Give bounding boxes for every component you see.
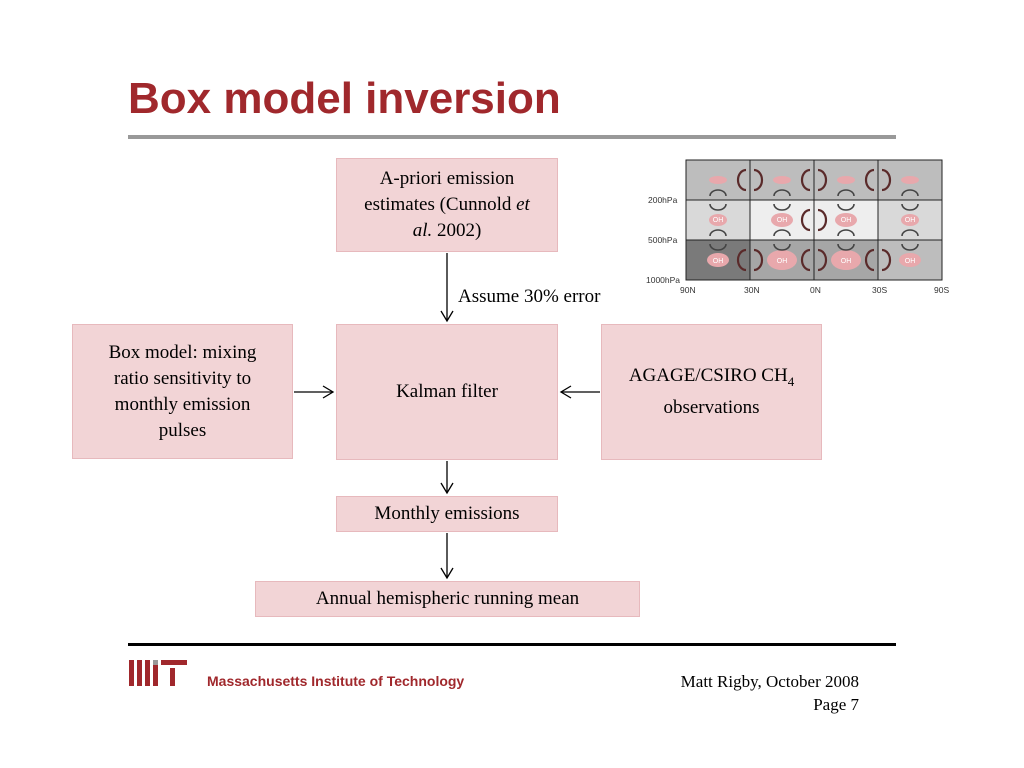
- annual-mean-box: Annual hemispheric running mean: [255, 581, 640, 617]
- apriori-italic-al: al.: [412, 220, 433, 241]
- map-y-label: 1000hPa: [646, 275, 680, 285]
- map-x-label: 90S: [934, 285, 949, 295]
- atmosphere-box-schematic: OH OH OH OH OH OH OH OH 200hPa 500hPa 10…: [646, 159, 949, 295]
- oh-label: OH: [713, 258, 724, 265]
- arrow-kalman-to-monthly: [440, 461, 454, 495]
- page-number: Page 7: [813, 695, 859, 714]
- title-divider: [128, 135, 896, 139]
- box-model-box: Box model: mixing ratio sensitivity to m…: [72, 324, 293, 459]
- map-x-label: 90N: [680, 285, 696, 295]
- map-y-label: 500hPa: [648, 235, 678, 245]
- box-model-line: pulses: [158, 419, 207, 441]
- arrow-agage-to-kalman: [559, 385, 600, 399]
- monthly-emissions-box: Monthly emissions: [336, 496, 558, 532]
- author-date: Matt Rigby, October 2008: [680, 672, 859, 691]
- arrow-boxmodel-to-kalman: [294, 385, 335, 399]
- apriori-line2: estimates (Cunnold: [364, 194, 517, 215]
- apriori-line3: 2002): [432, 220, 482, 241]
- footer-divider: [128, 643, 896, 646]
- apriori-italic-et: et: [516, 194, 530, 215]
- institution-name: Massachusetts Institute of Technology: [207, 673, 465, 689]
- apriori-line1: A-priori emission: [379, 168, 515, 189]
- oh-ellipses: [707, 176, 921, 270]
- agage-line2: observations: [663, 396, 760, 418]
- kalman-filter-box: Kalman filter: [336, 324, 558, 460]
- oh-label: OH: [713, 217, 724, 224]
- map-y-label: 200hPa: [648, 195, 678, 205]
- oh-label: OH: [841, 217, 852, 224]
- agage-subscript: 4: [787, 373, 795, 389]
- arrow-monthly-to-annual: [440, 533, 454, 580]
- oh-label: OH: [777, 258, 788, 265]
- oh-label: OH: [777, 217, 788, 224]
- box-model-line: ratio sensitivity to: [113, 367, 252, 389]
- mit-logo-icon: [129, 660, 187, 686]
- box-model-line: Box model: mixing: [108, 341, 257, 363]
- arrow-apriori-to-kalman: [440, 253, 454, 323]
- oh-label: OH: [841, 258, 852, 265]
- monthly-emissions-label: Monthly emissions: [374, 503, 520, 524]
- agage-line1: AGAGE/CSIRO CH: [628, 365, 788, 387]
- annual-mean-label: Annual hemispheric running mean: [315, 588, 580, 609]
- map-x-label: 0N: [810, 285, 821, 295]
- apriori-emissions-box: A-priori emission estimates (Cunnold et …: [336, 158, 558, 252]
- box-model-line: monthly emission: [114, 393, 251, 415]
- map-x-label: 30N: [744, 285, 760, 295]
- slide-title: Box model inversion: [128, 74, 561, 123]
- vertical-mixing-arrows: [736, 168, 892, 272]
- error-note: Assume 30% error: [458, 286, 601, 307]
- oh-labels: OH OH OH OH OH OH OH OH: [713, 217, 916, 265]
- map-x-label: 30S: [872, 285, 887, 295]
- kalman-filter-label: Kalman filter: [396, 381, 498, 402]
- horizontal-mixing-arrows: [709, 189, 919, 251]
- oh-label: OH: [905, 258, 916, 265]
- agage-observations-box: AGAGE/CSIRO CH4 observations: [601, 324, 822, 460]
- oh-label: OH: [905, 217, 916, 224]
